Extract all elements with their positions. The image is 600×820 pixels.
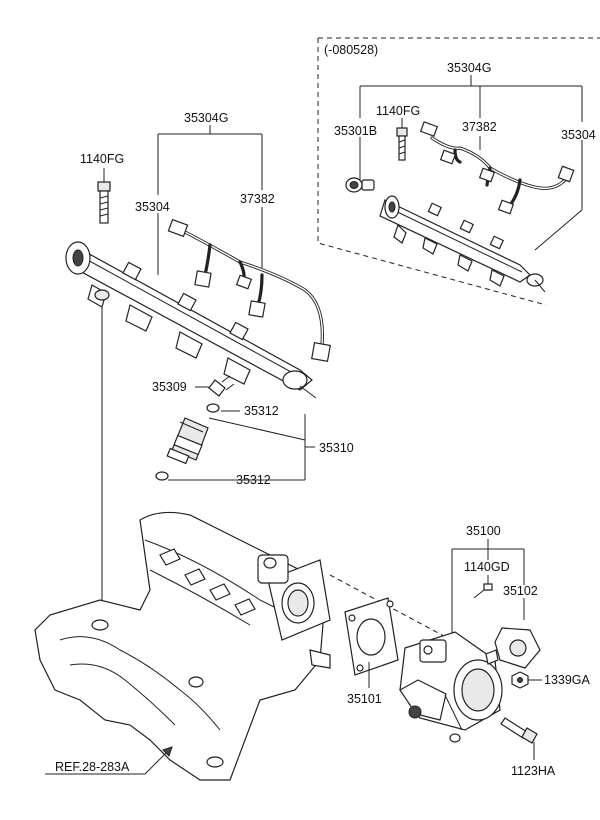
oring-top-label: 35312 xyxy=(244,404,279,418)
oring-bottom-icon xyxy=(155,471,169,481)
harness-right-label: 37382 xyxy=(462,120,497,134)
rail-right-label: 35304 xyxy=(561,128,596,142)
throttle-body-icon xyxy=(399,631,503,743)
bolt-right-icon xyxy=(396,118,408,161)
bolt-left-icon xyxy=(97,168,111,224)
ref-arrow xyxy=(45,746,173,775)
gasket-icon xyxy=(344,597,399,676)
fuel-rail-left-icon xyxy=(65,241,317,399)
variant-label: (-080528) xyxy=(324,43,378,57)
bolt-left-label: 1140FG xyxy=(80,152,124,166)
injector-icon xyxy=(166,417,209,465)
clip-injector-label: 35309 xyxy=(152,380,187,394)
harness-right-icon xyxy=(419,121,575,215)
injector-clip-icon xyxy=(208,375,235,397)
ref-label: REF.28-283A xyxy=(55,760,130,774)
injector-bracket xyxy=(208,414,315,480)
oring-top-icon xyxy=(206,403,220,413)
rail-left-label: 35304 xyxy=(135,200,170,214)
bolt-throttle-label: 1123HA xyxy=(511,764,556,778)
harness-assy-right-bracket xyxy=(359,75,583,251)
bolt-tps-icon xyxy=(473,583,493,599)
bolt-tps-label: 1140GD xyxy=(464,560,510,574)
nut-label: 1339GA xyxy=(544,673,591,687)
harness-assy-left-label: 35304G xyxy=(184,111,228,125)
harness-assy-left-bracket xyxy=(157,125,263,275)
bolt-throttle-icon xyxy=(500,717,538,744)
fuel-rail-right-icon xyxy=(379,195,546,293)
throttle-body-label: 35100 xyxy=(466,524,501,538)
harness-left-icon xyxy=(167,218,331,362)
harness-left-label: 37382 xyxy=(240,192,275,206)
bolt-right-label: 1140FG xyxy=(376,104,420,118)
intake-manifold-icon xyxy=(34,511,331,781)
clip-right-icon xyxy=(345,177,375,193)
harness-assy-right-label: 35304G xyxy=(447,61,491,75)
variant-detail-box xyxy=(317,37,600,306)
nut-icon xyxy=(511,671,529,689)
clip-right-label: 35301B xyxy=(334,124,377,138)
injector-label: 35310 xyxy=(319,441,354,455)
tps-label: 35102 xyxy=(503,584,538,598)
gasket-label: 35101 xyxy=(347,692,382,706)
tps-sensor-icon xyxy=(485,627,541,669)
